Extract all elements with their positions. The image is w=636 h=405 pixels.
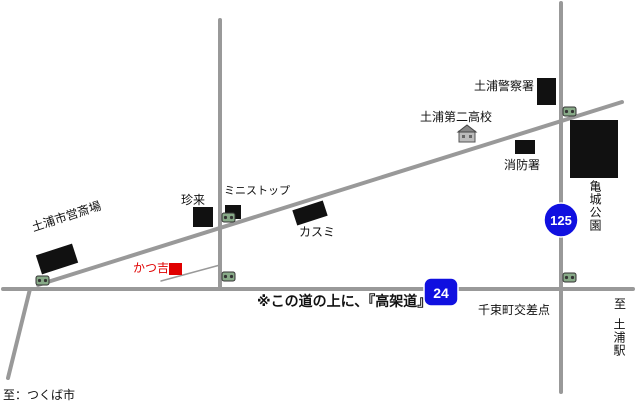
park-label: 亀城公園 <box>588 180 602 232</box>
route-125-badge: 125 <box>543 202 579 238</box>
road-diagonal-main <box>36 100 624 287</box>
traffic-light-icon <box>221 271 236 282</box>
kasumi-label: カスミ <box>299 225 336 239</box>
fire-station-label: 消防署 <box>504 158 541 172</box>
route-24-number: 24 <box>433 285 449 301</box>
fire-station-building <box>515 140 535 154</box>
intersection-label: 千束町交差点 <box>478 303 551 317</box>
police-label: 土浦警察署 <box>474 79 535 93</box>
route-24-badge: 24 <box>423 277 459 307</box>
traffic-light-icon <box>562 106 577 117</box>
school-icon <box>456 124 478 143</box>
route-125-number: 125 <box>550 213 572 228</box>
park-building <box>570 120 618 178</box>
kasumi-building <box>292 200 328 226</box>
traffic-lights <box>35 106 577 286</box>
chinrai-label: 珍来 <box>181 193 206 207</box>
buildings <box>35 78 618 275</box>
chinrai-building <box>193 207 213 227</box>
funeral-hall-building <box>35 243 79 275</box>
traffic-light-icon <box>221 212 236 223</box>
to-tsukuba-label: 至：つくば市 <box>3 388 76 402</box>
ministop-label: ミニストップ <box>224 184 290 197</box>
school-label: 土浦第二高校 <box>420 110 493 124</box>
traffic-light-icon <box>562 272 577 283</box>
road-katsuyoshi-branch <box>160 264 221 282</box>
to-station-label: 土浦駅 <box>612 318 626 357</box>
katsuyoshi-label: かつ吉 <box>133 261 170 275</box>
to-station-prefix: 至 <box>614 297 627 311</box>
katsuyoshi-marker <box>169 263 182 275</box>
police-building <box>537 78 556 105</box>
road-to-tsukuba <box>6 287 32 380</box>
traffic-light-icon <box>35 275 50 286</box>
elevated-road-note: ※この道の上に、『高架道』 <box>257 294 432 310</box>
roads <box>1 1 635 394</box>
